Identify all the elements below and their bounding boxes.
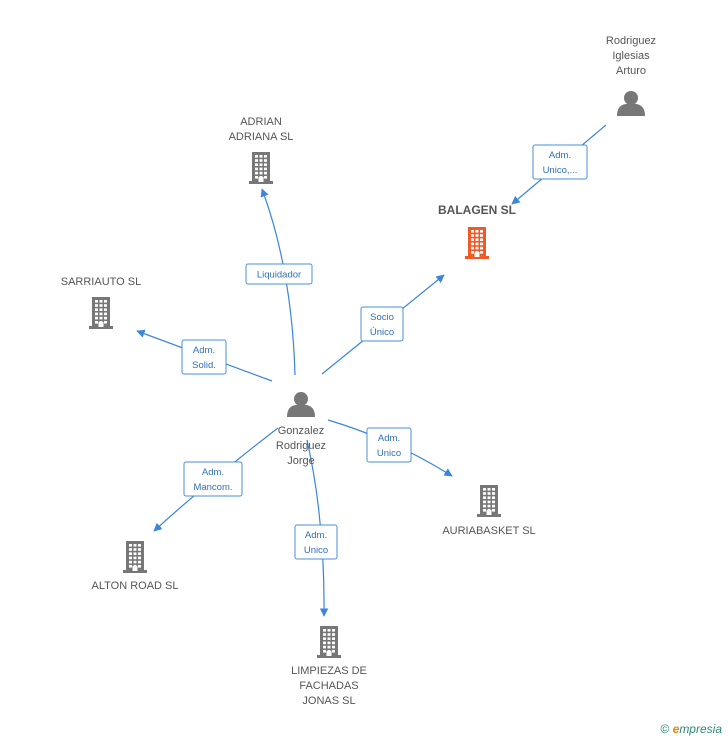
building-icon [465,227,489,259]
edge-gonzalez-limpiezas: Adm. Unico [294,439,338,617]
edge-label-text: Mancom. [193,482,232,493]
node-label: LIMPIEZAS DE [291,665,367,677]
node-label: FACHADAS [299,680,358,692]
edge-label-text: Unico [377,448,401,459]
node-label: Iglesias [612,50,650,62]
edge-label-text: Solid. [192,360,216,371]
node-auriabasket[interactable]: AURIABASKET SL [442,485,536,537]
edge-label-text: Único [370,327,394,338]
edge-gonzalez-sarriauto: Adm. Solid. [136,329,273,382]
edge-label-box[interactable] [532,144,588,180]
node-label: ADRIANA SL [229,131,294,143]
footer-brand: © empresia [660,722,722,736]
edge-label-text: Adm. [305,530,327,541]
edge-gonzalez-auriabasket: Adm. Unico [327,419,453,477]
person-icon [287,392,315,417]
edge-label-box[interactable] [360,306,404,342]
edge-label-text: Unico,... [543,165,578,176]
building-icon [249,152,273,184]
edge-label-text: Unico [304,545,328,556]
node-label: Arturo [616,65,646,77]
node-label: Gonzalez [278,425,324,437]
node-limpiezas[interactable]: LIMPIEZAS DE FACHADAS JONAS SL [291,626,367,707]
edge-gonzalez-alton: Adm. Mancom. [153,427,279,532]
edge-label-box[interactable] [366,427,412,463]
building-icon [123,541,147,573]
building-icon [89,297,113,329]
edge-label-text: Adm. [549,150,571,161]
edge-line [306,439,329,617]
node-label: BALAGEN SL [438,203,516,217]
brand-initial: e [672,722,680,736]
node-label: Jorge [287,455,315,467]
node-adrian[interactable]: ADRIAN ADRIANA SL [229,116,294,184]
building-icon [477,485,501,517]
edge-label-text: Liquidador [257,270,301,281]
edge-label-box[interactable] [181,339,227,375]
building-icon [317,626,341,658]
edge-label-box[interactable] [294,524,338,560]
edge-label-text: Adm. [193,345,215,356]
edge-label-box[interactable] [183,461,243,497]
node-label: ADRIAN [240,116,282,128]
edge-rodriguez-balagen: Adm. Unico,... [511,124,607,205]
edge-gonzalez-adrian: Liquidador [245,188,313,376]
brand-name: mpresia [679,722,722,736]
node-label: SARRIAUTO SL [61,276,142,288]
node-label: JONAS SL [302,695,355,707]
copyright-symbol: © [660,722,670,736]
person-icon [617,91,645,116]
edge-label-text: Adm. [378,433,400,444]
node-alton[interactable]: ALTON ROAD SL [91,541,179,592]
node-label: AURIABASKET SL [442,525,535,537]
node-label: Rodriguez [606,35,656,47]
node-sarriauto[interactable]: SARRIAUTO SL [61,276,142,329]
node-label: Rodriguez [276,440,326,452]
edge-label-text: Adm. [202,467,224,478]
node-label: ALTON ROAD SL [91,580,178,592]
node-balagen[interactable]: BALAGEN SL [438,203,516,259]
edge-label-text: Socio [370,312,394,323]
edge-label-box[interactable] [245,263,313,285]
